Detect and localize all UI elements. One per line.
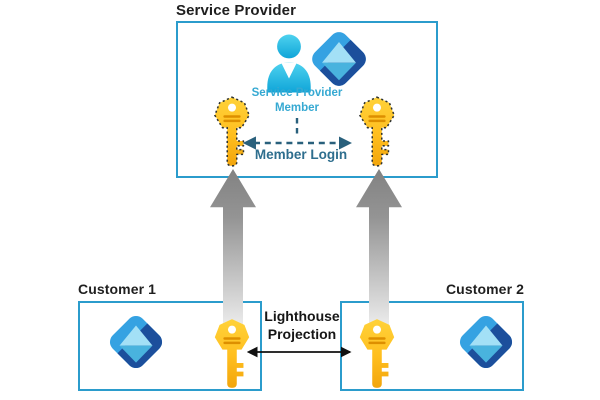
member-person-icon: [262, 33, 316, 93]
member-login-label: Member Login: [254, 147, 348, 162]
service-provider-member-label: Service Provider Member: [251, 87, 343, 114]
up-arrow-customer-1: [210, 169, 256, 330]
lighthouse-projection-label: Lighthouse Projection: [264, 308, 340, 342]
up-arrow-customer-2: [356, 169, 402, 330]
entra-id-icon-customer-1: [100, 309, 172, 375]
customer-2-title: Customer 2: [445, 281, 524, 297]
key-icon-service-provider-right: [356, 95, 398, 168]
service-provider-title: Service Provider: [176, 2, 297, 19]
customer-1-title: Customer 1: [78, 281, 157, 297]
service-provider-box: [176, 21, 438, 178]
key-icon-customer-2: [356, 317, 398, 390]
entra-id-icon-customer-2: [450, 309, 522, 375]
